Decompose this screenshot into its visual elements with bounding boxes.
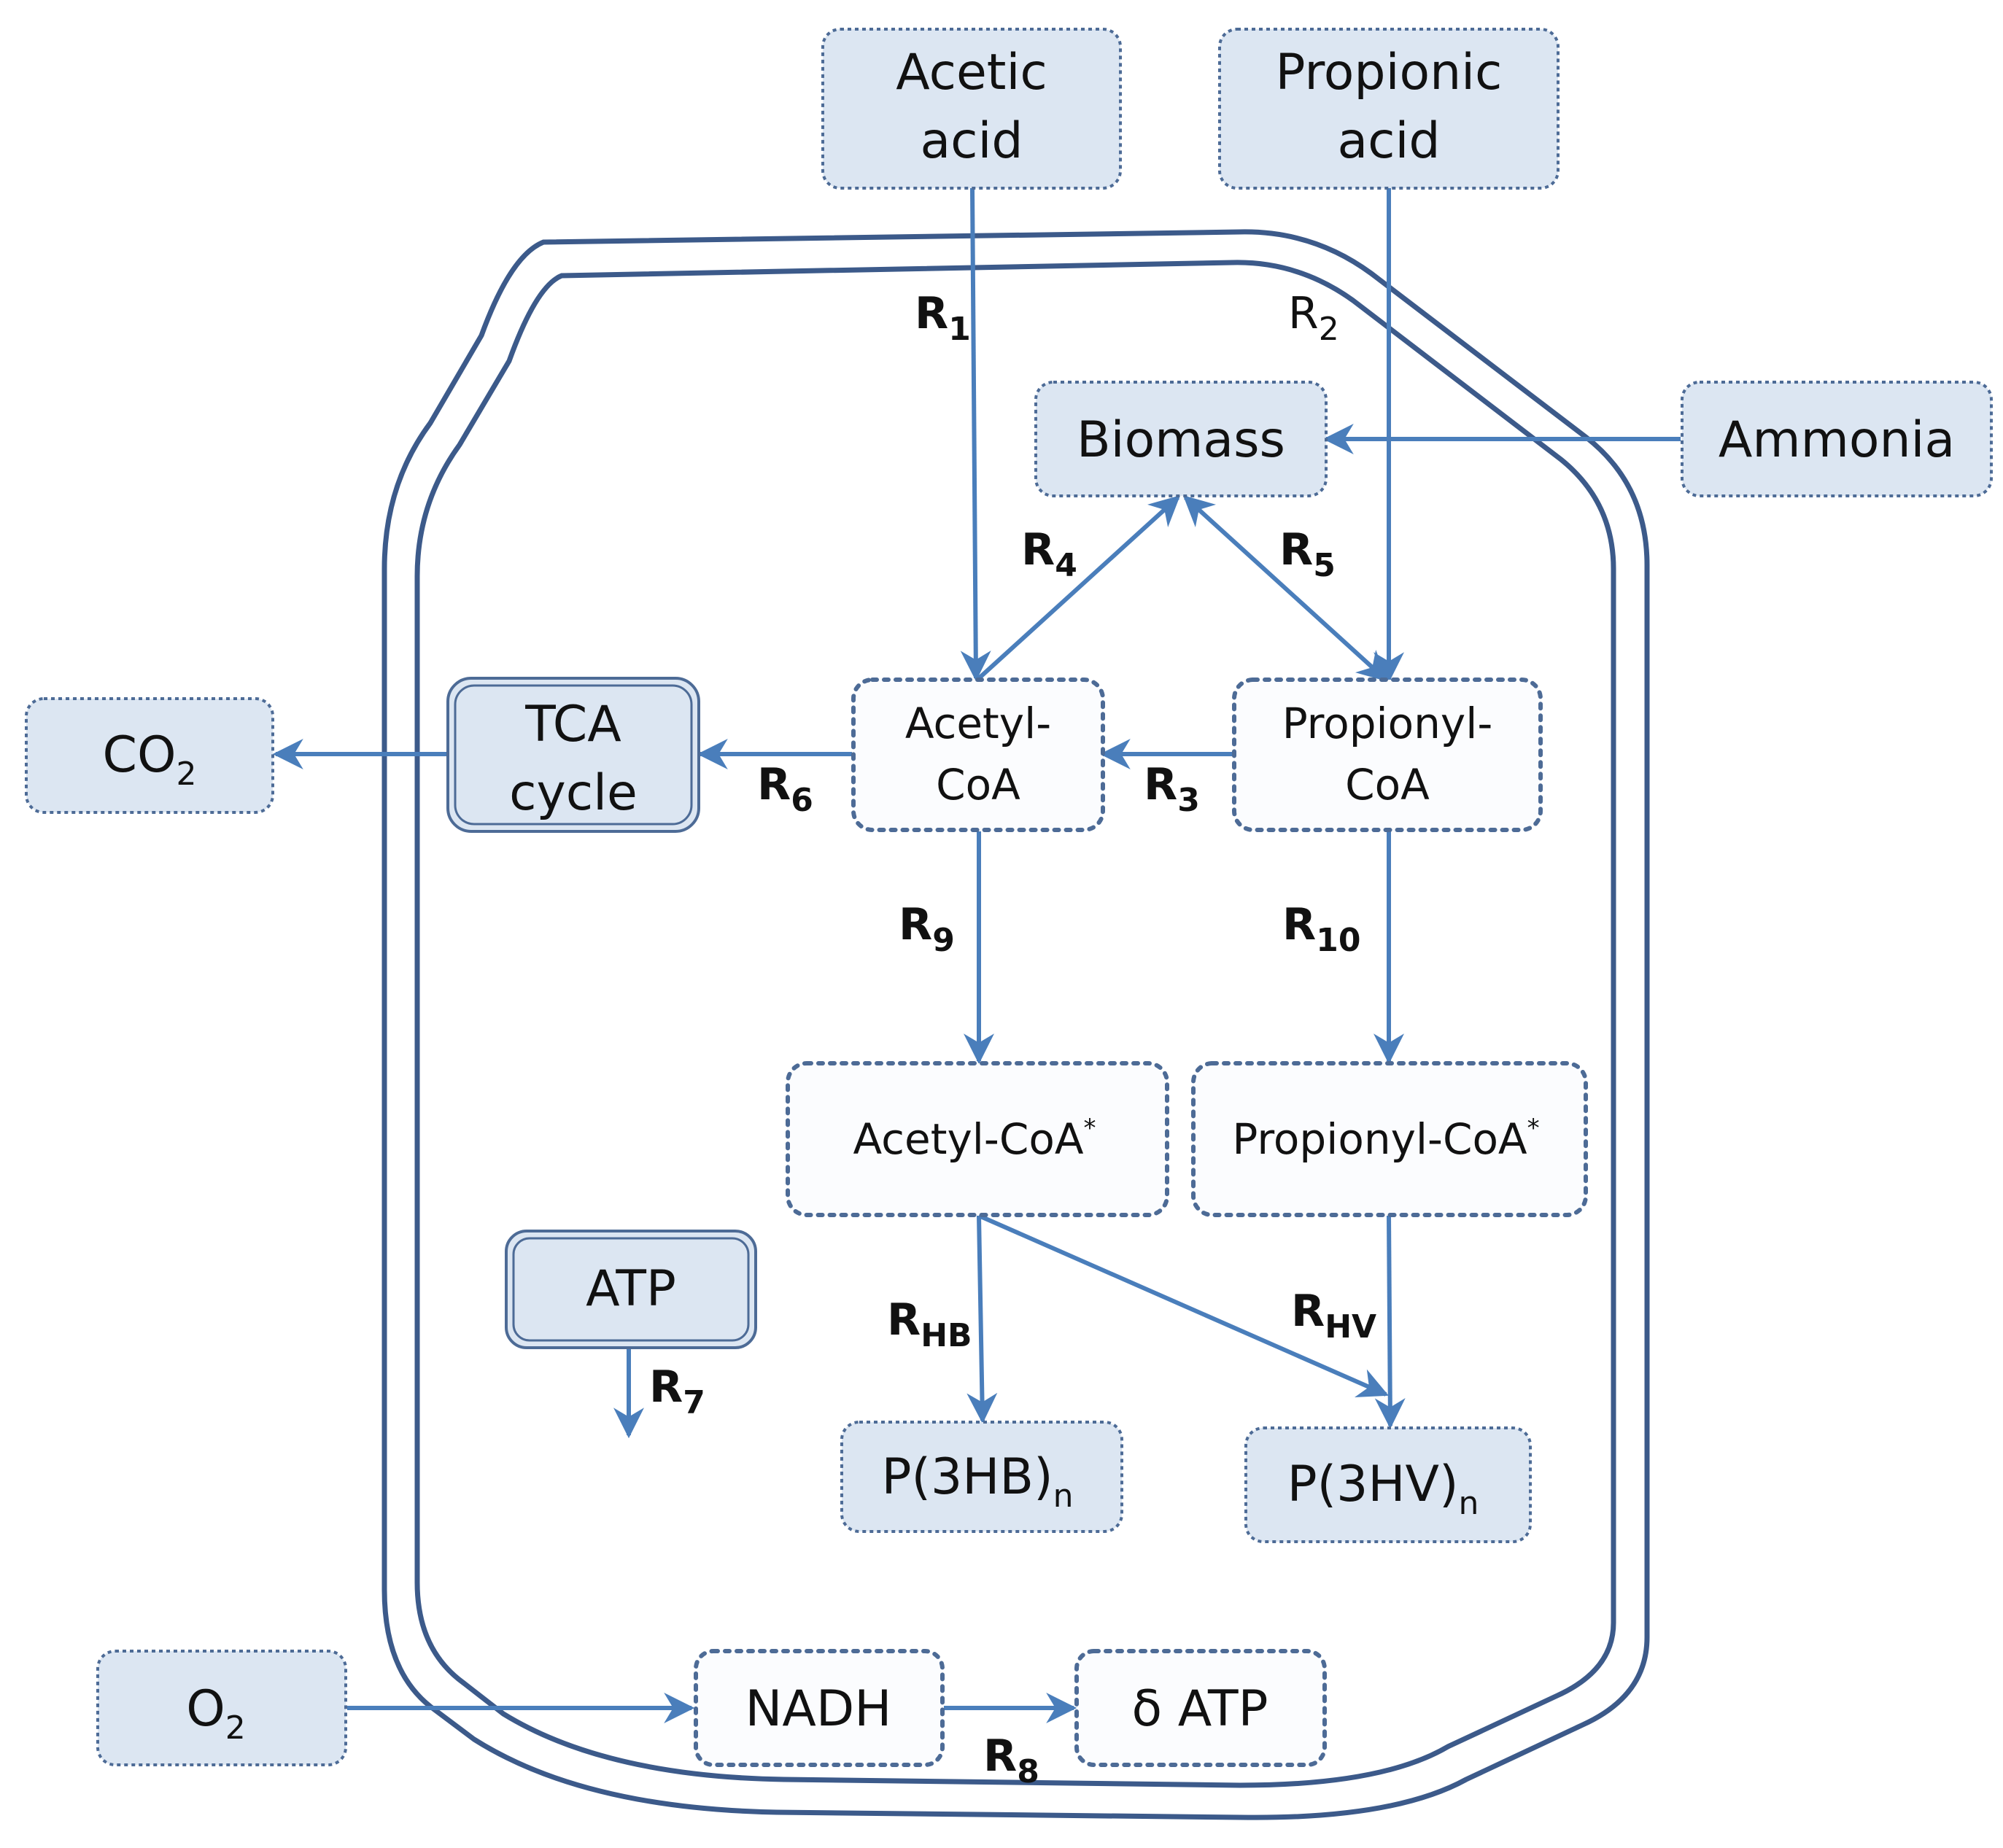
node-acetyl-coa-star-base: Acetyl-CoA bbox=[853, 1114, 1084, 1164]
reaction-label-r8: R8 bbox=[983, 1731, 1039, 1790]
arrow-r1 bbox=[960, 187, 991, 682]
node-propionyl-coa-line1: Propionyl- bbox=[1282, 699, 1493, 748]
node-o2: O2 bbox=[96, 1650, 347, 1766]
node-acetic-acid-line2: acid bbox=[920, 112, 1023, 170]
node-p3hv-label: P(3HV)n bbox=[1287, 1456, 1479, 1522]
node-co2-sub: 2 bbox=[177, 756, 197, 793]
arrow-r5 bbox=[1182, 495, 1389, 682]
node-co2-label: CO2 bbox=[102, 726, 196, 793]
reaction-label-r4: R4 bbox=[1021, 524, 1077, 584]
node-propionic-acid-line2: acid bbox=[1337, 112, 1440, 170]
node-delta-atp-label: δ ATP bbox=[1132, 1680, 1268, 1738]
node-acetyl-coa-star: Acetyl-CoA* bbox=[786, 1061, 1169, 1217]
node-o2-sub: 2 bbox=[225, 1709, 246, 1747]
node-nadh: NADH bbox=[694, 1649, 945, 1767]
node-propionyl-coa-star-sup: * bbox=[1527, 1114, 1540, 1143]
node-acetyl-coa: Acetyl- CoA bbox=[851, 678, 1105, 832]
node-propionic-acid-line1: Propionic bbox=[1276, 44, 1503, 101]
node-ammonia-box bbox=[1681, 381, 1993, 497]
reaction-labels: R1 R2 R3 R4 R5 R6 R7 R8 R9 R10 RHB RHV bbox=[649, 288, 1376, 1790]
node-propionyl-coa-star-label: Propionyl-CoA* bbox=[1232, 1114, 1539, 1164]
node-p3hv: P(3HV)n bbox=[1244, 1426, 1532, 1543]
node-propionyl-coa-star-box bbox=[1191, 1061, 1588, 1217]
node-propionic-acid-box bbox=[1218, 28, 1560, 190]
node-propionic-acid: Propionic acid bbox=[1218, 28, 1560, 190]
node-ammonia-label: Ammonia bbox=[1719, 411, 1955, 469]
node-p3hb-box bbox=[840, 1421, 1123, 1533]
node-propionyl-coa-box bbox=[1232, 678, 1543, 832]
reaction-label-rhb: RHB bbox=[887, 1294, 972, 1354]
node-tca-cycle-box-inner bbox=[454, 684, 693, 826]
node-acetyl-coa-line2: CoA bbox=[936, 760, 1020, 810]
node-ammonia: Ammonia bbox=[1681, 381, 1993, 497]
arrow-rhv-acetyl bbox=[977, 1214, 1389, 1398]
node-delta-atp-box bbox=[1074, 1649, 1327, 1767]
node-acetyl-coa-star-label: Acetyl-CoA* bbox=[853, 1114, 1096, 1164]
node-biomass-label: Biomass bbox=[1077, 411, 1285, 469]
node-nadh-box bbox=[694, 1649, 945, 1767]
node-co2-box bbox=[25, 697, 274, 814]
reaction-label-r1: R1 bbox=[915, 288, 971, 348]
cell-membrane-outer bbox=[381, 229, 1650, 1820]
node-p3hb-base: P(3HB) bbox=[881, 1448, 1053, 1506]
node-propionyl-coa-star-base: Propionyl-CoA bbox=[1232, 1114, 1527, 1164]
reaction-label-r3: R3 bbox=[1144, 759, 1200, 819]
node-p3hv-sub: n bbox=[1459, 1485, 1479, 1522]
node-propionyl-coa-line2: CoA bbox=[1345, 760, 1430, 810]
cell-membrane-inner bbox=[414, 260, 1616, 1788]
node-propionyl-coa-star: Propionyl-CoA* bbox=[1191, 1061, 1588, 1217]
node-acetic-acid: Acetic acid bbox=[821, 28, 1122, 190]
node-biomass: Biomass bbox=[1034, 381, 1328, 497]
reaction-label-r2: R2 bbox=[1288, 288, 1339, 348]
node-tca-cycle-line2: cycle bbox=[509, 764, 638, 822]
arrow-r4 bbox=[977, 495, 1181, 680]
node-o2-base: O bbox=[186, 1680, 225, 1738]
node-o2-box bbox=[96, 1650, 347, 1766]
node-atp-box-outer bbox=[505, 1230, 757, 1349]
node-p3hv-box bbox=[1244, 1426, 1532, 1543]
arrow-rhv-propionyl bbox=[1374, 1215, 1406, 1429]
cell-membrane bbox=[381, 229, 1650, 1820]
node-o2-label: O2 bbox=[186, 1680, 246, 1747]
node-acetyl-coa-star-box bbox=[786, 1061, 1169, 1217]
node-p3hb-label: P(3HB)n bbox=[881, 1448, 1073, 1515]
node-propionyl-coa: Propionyl- CoA bbox=[1232, 678, 1543, 832]
node-atp-label: ATP bbox=[586, 1260, 676, 1318]
reaction-label-rhv: RHV bbox=[1291, 1286, 1376, 1346]
arrow-rhb bbox=[966, 1215, 998, 1424]
node-atp: ATP bbox=[505, 1230, 757, 1349]
node-atp-box-inner bbox=[512, 1237, 750, 1342]
reaction-label-r10: R10 bbox=[1282, 899, 1360, 959]
reaction-label-r6: R6 bbox=[757, 759, 813, 819]
node-co2-base: CO bbox=[102, 726, 176, 784]
node-tca-cycle-box-outer bbox=[446, 677, 700, 833]
reaction-label-r7: R7 bbox=[649, 1362, 705, 1421]
node-co2: CO2 bbox=[25, 697, 274, 814]
node-p3hb: P(3HB)n bbox=[840, 1421, 1123, 1533]
node-nadh-label: NADH bbox=[745, 1680, 892, 1738]
node-biomass-box bbox=[1034, 381, 1328, 497]
node-acetic-acid-line1: Acetic bbox=[896, 44, 1047, 101]
node-p3hb-sub: n bbox=[1053, 1478, 1074, 1515]
reaction-label-r9: R9 bbox=[899, 899, 955, 959]
node-acetyl-coa-line1: Acetyl- bbox=[905, 699, 1051, 748]
node-acetyl-coa-box bbox=[851, 678, 1105, 832]
arrows bbox=[272, 187, 1681, 1723]
node-tca-cycle: TCA cycle bbox=[446, 677, 700, 833]
node-tca-cycle-line1: TCA bbox=[524, 696, 621, 753]
reaction-label-r5: R5 bbox=[1279, 524, 1336, 584]
node-p3hv-base: P(3HV) bbox=[1287, 1456, 1459, 1513]
node-delta-atp: δ ATP bbox=[1074, 1649, 1327, 1767]
node-acetic-acid-box bbox=[821, 28, 1122, 190]
node-acetyl-coa-star-sup: * bbox=[1084, 1114, 1096, 1143]
